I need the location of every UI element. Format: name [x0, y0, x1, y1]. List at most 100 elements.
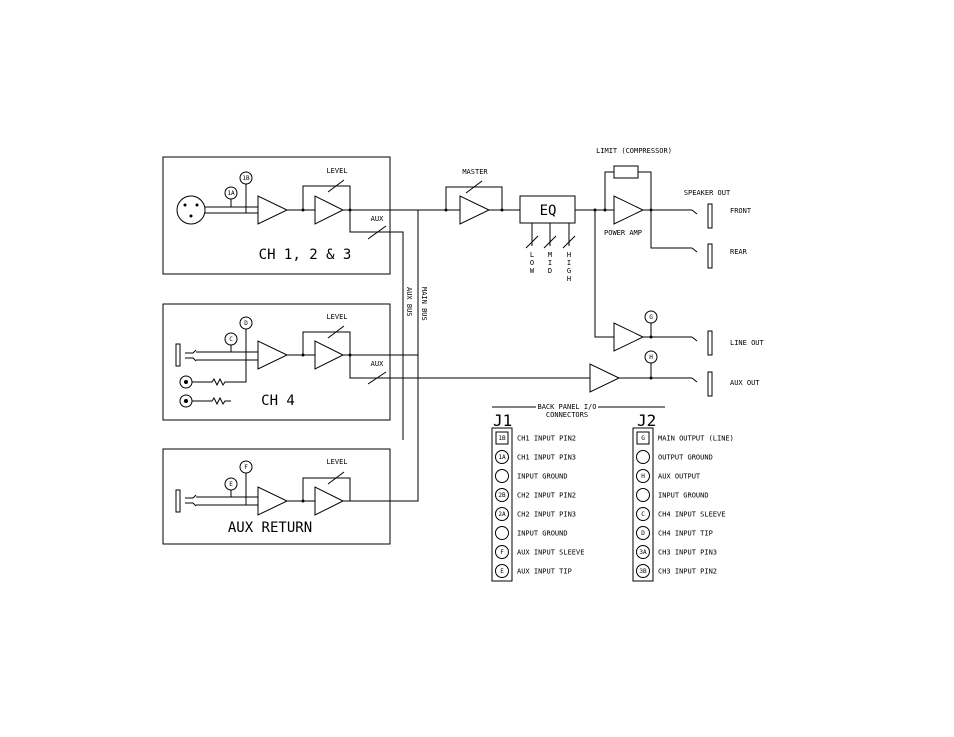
level-label-ch123: LEVEL [326, 167, 347, 175]
master-pot-arrow [465, 180, 483, 194]
j1-pin-id: E [500, 568, 504, 575]
master-amp-triangle [459, 195, 491, 225]
j2-pin-label: AUX OUTPUT [658, 473, 701, 481]
j2-pin-circle [636, 564, 650, 578]
level-label-ch4: LEVEL [326, 313, 347, 321]
marker-g [644, 310, 658, 324]
preamp-triangle-ch123 [257, 195, 289, 225]
level-label-aux-return: LEVEL [326, 458, 347, 466]
marker-f-label: F [244, 464, 248, 471]
j2-pin-id: G [641, 435, 645, 442]
channel-4-frame [162, 303, 391, 421]
j1-pin-circle [495, 507, 509, 521]
j2-pin-circle [636, 469, 650, 483]
aux-return-title: AUX RETURN [228, 520, 312, 536]
j2-pin-label: CH4 INPUT SLEEVE [658, 511, 725, 519]
j2-pin-label: CH4 INPUT TIP [658, 530, 713, 538]
aux-out-jack-icon [707, 371, 713, 397]
channel-1-2-3-frame [162, 156, 391, 275]
j2-pin-id: 3B [639, 568, 647, 575]
channel-1-2-3-block: 1A 1B LEVEL AUX CH 1, 2 & 3 [162, 156, 418, 440]
j2-pin-id: H [641, 473, 645, 480]
j1-pin-label: CH2 INPUT PIN2 [517, 492, 576, 500]
j2-pin-circle [636, 488, 650, 502]
j2-pin-row: OUTPUT GROUND [636, 450, 713, 464]
j1-pin-circle [495, 450, 509, 464]
j2-pin-circle [636, 450, 650, 464]
master-label: MASTER [462, 168, 488, 176]
marker-1a-label: 1A [227, 190, 235, 197]
rear-label: REAR [730, 248, 748, 256]
j2-connector-strip [632, 427, 654, 582]
j1-pin-label: INPUT GROUND [517, 473, 568, 481]
j2-pin-label: CH3 INPUT PIN2 [658, 568, 717, 576]
aux-return-frame [162, 448, 391, 545]
marker-h-label: H [649, 354, 653, 361]
j2-pin-label: MAIN OUTPUT (LINE) [658, 435, 734, 443]
limit-compressor-label: LIMIT (COMPRESSOR) [596, 147, 672, 155]
eq-mid-pot-arrow [543, 235, 557, 249]
marker-e [224, 477, 238, 491]
j2-pin-id: C [641, 511, 645, 518]
marker-1a [224, 186, 238, 200]
connectors-header-line-1: BACK PANEL I/O [537, 403, 596, 411]
j2-pin-circle [636, 526, 650, 540]
j1-connector-strip [491, 427, 513, 582]
j1-pin-row: INPUT GROUND [495, 469, 568, 483]
j2-pin-row: G MAIN OUTPUT (LINE) [636, 431, 734, 445]
j2-pin-circle [636, 507, 650, 521]
marker-g-label: G [649, 314, 653, 321]
j1-pin-label: CH2 INPUT PIN3 [517, 511, 576, 519]
preamp-triangle-ch4 [257, 340, 289, 370]
aux-pot-arrow-ch4 [367, 371, 387, 385]
marker-c [224, 332, 238, 346]
marker-c-label: C [229, 336, 233, 343]
marker-d-label: D [244, 320, 248, 327]
xlr-input-icon [176, 195, 206, 225]
j1-pin-row: F AUX INPUT SLEEVE [495, 545, 584, 559]
channel-4-title: CH 4 [261, 393, 295, 409]
j2-pin-row: H AUX OUTPUT [636, 469, 701, 483]
level-pot-arrow-ch4 [327, 325, 345, 339]
j1-pin-square [495, 431, 509, 445]
aux-out-amp-triangle [589, 363, 621, 393]
j2-pin-list: G MAIN OUTPUT (LINE) OUTPUT GROUND H AUX OUT… [636, 431, 734, 578]
line-out-label: LINE OUT [730, 339, 765, 347]
marker-h [644, 350, 658, 364]
main-bus-label: MAIN BUS [420, 287, 428, 321]
j2-pin-label: INPUT GROUND [658, 492, 709, 500]
j2-pin-row: C CH4 INPUT SLEEVE [636, 507, 725, 521]
j1-pin-label: AUX INPUT SLEEVE [517, 549, 584, 557]
level-amp-triangle-aux-return [314, 486, 345, 516]
j2-pin-id: D [641, 530, 645, 537]
marker-d [239, 316, 253, 330]
j1-pin-id: 2A [498, 511, 506, 518]
level-amp-triangle-ch123 [314, 195, 345, 225]
j2-pin-circle [636, 545, 650, 559]
eq-high-pot-arrow [562, 235, 576, 249]
aux-out-label: AUX OUT [730, 379, 760, 387]
aux-label-ch4: AUX [371, 360, 384, 368]
j1-pin-circle [495, 545, 509, 559]
front-speaker-jack-icon [707, 203, 713, 229]
j1-pin-id: 1B [498, 435, 506, 442]
j2-pin-id: 3A [639, 549, 647, 556]
marker-f [239, 460, 253, 474]
aux-pot-arrow-ch123 [367, 225, 387, 240]
aux-label-ch123: AUX [371, 215, 384, 223]
j1-pin-id: F [500, 549, 504, 556]
power-amp-triangle [613, 195, 645, 225]
j1-pin-circle [495, 564, 509, 578]
channel-1-2-3-title: CH 1, 2 & 3 [259, 247, 352, 263]
bus-labels: AUX BUS MAIN BUS [405, 287, 428, 321]
